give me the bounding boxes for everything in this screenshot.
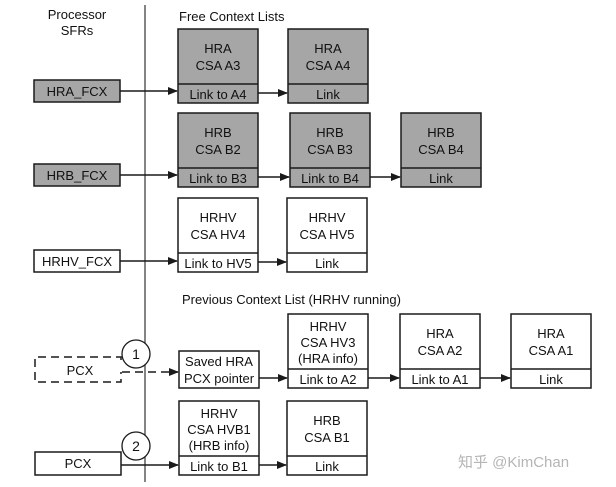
csa-hrb-b4-name: CSA B4 (418, 142, 464, 157)
csa-hra-a2-link: Link to A1 (411, 372, 468, 387)
marker-2-label: 2 (132, 438, 140, 454)
csa-hrhv-hv3-info: (HRA info) (298, 351, 358, 366)
csa-hra-a3-link: Link to A4 (189, 87, 246, 102)
csa-hrhv-hvb1-info: (HRB info) (189, 438, 250, 453)
csa-hrb-b3-name: CSA B3 (307, 142, 353, 157)
sfr-hrb-fcx: HRB_FCX (33, 163, 121, 187)
csa-hrhv-hv5-type: HRHV (309, 210, 346, 225)
free-lists-header: Free Context Lists (179, 9, 285, 24)
csa-hrhv-hv4-type: HRHV (200, 210, 237, 225)
csa-hra-a1-name: CSA A1 (529, 343, 574, 358)
csa-hra-a3-type: HRA (204, 41, 232, 56)
sfr-pcx-label: PCX (65, 456, 92, 471)
csa-hra-a2-type: HRA (426, 326, 454, 341)
csa-hra-a2-name: CSA A2 (418, 343, 463, 358)
csa-hra-a4-name: CSA A4 (306, 58, 351, 73)
csa-hrhv-hv3-type: HRHV (310, 319, 347, 334)
csa-hrb-b3: HRB CSA B3 Link to B4 (289, 112, 371, 188)
csa-hrb-b3-type: HRB (316, 125, 343, 140)
csa-hra-a4: HRA CSA A4 Link (287, 28, 369, 104)
sfr-hrhv-fcx-label: HRHV_FCX (42, 254, 112, 269)
sfr-pcx: PCX (34, 451, 122, 476)
csa-hra-a3: HRA CSA A3 Link to A4 (177, 28, 259, 104)
csa-hrb-b1: HRB CSA B1 Link (286, 400, 368, 476)
csa-hrb-b4: HRB CSA B4 Link (400, 112, 482, 188)
csa-hrb-b4-type: HRB (427, 125, 454, 140)
csa-hrhv-hvb1: HRHV CSA HVB1 (HRB info) Link to B1 (178, 400, 260, 476)
csa-hrb-b2: HRB CSA B2 Link to B3 (177, 112, 259, 188)
csa-hrb-b2-link: Link to B3 (189, 171, 247, 186)
watermark-text: 知乎 @KimChan (458, 454, 569, 471)
csa-hrhv-hv3: HRHV CSA HV3 (HRA info) Link to A2 (287, 313, 369, 389)
csa-hrhv-hv3-link: Link to A2 (299, 372, 356, 387)
csa-hrhv-hv4-link: Link to HV5 (184, 256, 251, 271)
csa-hrb-b2-name: CSA B2 (195, 142, 241, 157)
sfr-hra-fcx-label: HRA_FCX (47, 84, 108, 99)
csa-hrhv-hvb1-link: Link to B1 (190, 459, 248, 474)
csa-hra-a1-link: Link (539, 372, 563, 387)
marker-1: 1 (121, 339, 151, 369)
sfr-header-line1: Processor (48, 7, 107, 22)
csa-hrhv-hvb1-type: HRHV (201, 406, 238, 421)
sfr-hrhv-fcx: HRHV_FCX (33, 249, 121, 273)
csa-hrhv-hv5-name: CSA HV5 (300, 227, 355, 242)
csa-hra-a2: HRA CSA A2 Link to A1 (399, 313, 481, 389)
csa-hrhv-hv5-link: Link (315, 256, 339, 271)
csa-hra-a4-link: Link (316, 87, 340, 102)
csa-hrhv-hv4-name: CSA HV4 (191, 227, 246, 242)
csa-hrhv-hv5: HRHV CSA HV5 Link (286, 197, 368, 273)
csa-hra-a3-name: CSA A3 (196, 58, 241, 73)
csa-hra-a4-type: HRA (314, 41, 342, 56)
csa-hrb-b4-link: Link (429, 171, 453, 186)
sfr-hra-fcx: HRA_FCX (33, 79, 121, 103)
sfr-hrb-fcx-label: HRB_FCX (47, 168, 108, 183)
csa-hrb-b1-link: Link (315, 459, 339, 474)
prev-list-header: Previous Context List (HRHV running) (182, 292, 401, 307)
csa-hrhv-hv3-name: CSA HV3 (301, 335, 356, 350)
csa-hrb-b1-type: HRB (313, 413, 340, 428)
sfr-pcx-saved: PCX (34, 356, 122, 383)
csa-hrhv-hv4: HRHV CSA HV4 Link to HV5 (177, 197, 259, 273)
csa-hra-a1-type: HRA (537, 326, 565, 341)
saved-pcx-line2: PCX pointer (184, 371, 255, 386)
saved-pcx-line1: Saved HRA (185, 354, 253, 369)
csa-hra-a1: HRA CSA A1 Link (510, 313, 592, 389)
saved-hra-pcx-pointer: Saved HRA PCX pointer (178, 350, 260, 389)
marker-2: 2 (121, 431, 151, 461)
csa-hrb-b1-name: CSA B1 (304, 430, 350, 445)
csa-hrb-b3-link: Link to B4 (301, 171, 359, 186)
csa-hrb-b2-type: HRB (204, 125, 231, 140)
csa-hrhv-hvb1-name: CSA HVB1 (187, 422, 251, 437)
sfr-pcx-saved-label: PCX (67, 363, 94, 378)
sfr-header-line2: SFRs (61, 23, 94, 38)
marker-1-label: 1 (132, 346, 140, 362)
